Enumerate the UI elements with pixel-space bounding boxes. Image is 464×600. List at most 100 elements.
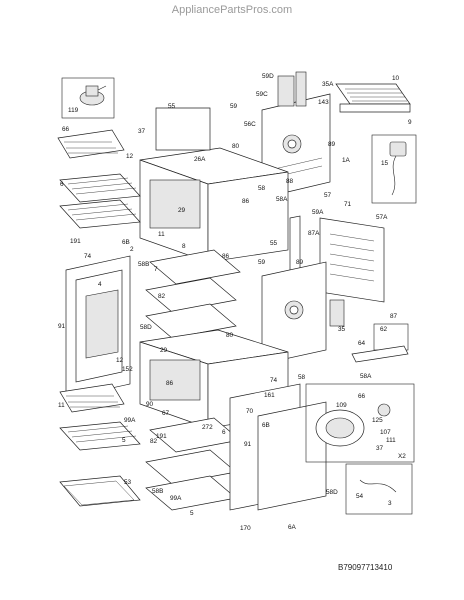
callout-label: 29: [178, 207, 186, 214]
callout-label: 88: [286, 178, 294, 185]
callout-label: 59C: [256, 91, 268, 98]
middle-elements: [145, 249, 241, 339]
callout-label: 35A: [322, 81, 334, 88]
callout-label: 9: [408, 119, 412, 126]
callout-label: 29: [160, 347, 168, 354]
callout-label: 66: [62, 126, 70, 133]
callout-label: 109: [336, 402, 347, 409]
part-35-62: [329, 299, 409, 363]
convection-fan-inset: [305, 383, 415, 515]
callout-label: 5: [190, 510, 194, 517]
callout-label: 55: [270, 240, 278, 247]
callout-label: 53: [124, 479, 132, 486]
callout-label: 5: [122, 437, 126, 444]
part-15-box: [371, 134, 417, 204]
callout-label: 161: [264, 392, 275, 399]
callout-label: 6: [222, 429, 226, 436]
bottom-door-assembly: [145, 383, 327, 511]
callout-label: 12: [116, 357, 124, 364]
callout-label: 6A: [288, 524, 297, 531]
callout-label: 58A: [360, 373, 372, 380]
callout-label: 91: [58, 323, 66, 330]
lower-back-panel: [261, 261, 327, 365]
callout-label: 58: [258, 185, 266, 192]
callout-label: 37: [138, 128, 146, 135]
callout-label: 12: [126, 153, 134, 160]
callout-label: 59: [258, 259, 266, 266]
callout-label: 99A: [124, 417, 136, 424]
door-frame-left: [65, 255, 131, 399]
callout-label: 58B: [152, 488, 163, 495]
callout-label: 272: [202, 424, 213, 431]
callout-label: 74: [270, 377, 278, 384]
callout-label: 89: [296, 259, 304, 266]
callout-label: 119: [68, 107, 79, 114]
side-panels: [289, 215, 385, 303]
callout-label: 15: [381, 160, 389, 167]
callout-label: 4: [98, 281, 102, 288]
upper-oven-cavity: [139, 107, 289, 263]
callout-label: 35: [338, 326, 346, 333]
upper-racks: [57, 129, 141, 229]
callout-label: 89: [328, 141, 336, 148]
callout-label: 58A: [276, 196, 288, 203]
callout-label: 152: [122, 366, 133, 373]
callout-label: 74: [84, 253, 92, 260]
callout-label: 191: [156, 433, 167, 440]
callout-label: 57: [324, 192, 332, 199]
callout-label: 70: [246, 408, 254, 415]
callout-label: 55: [168, 103, 176, 110]
callout-label: 26A: [194, 156, 206, 163]
callout-label: 8: [182, 243, 186, 250]
callout-label: 91: [244, 441, 252, 448]
callout-label: 191: [70, 238, 81, 245]
part-119-box: [61, 77, 115, 119]
callout-label: 58D: [326, 489, 338, 496]
callout-label: 170: [240, 525, 251, 532]
callout-label: 11: [58, 402, 65, 409]
callout-label: 82: [150, 438, 158, 445]
callout-label: 59D: [262, 73, 274, 80]
callout-label: 10: [392, 75, 400, 82]
callout-label: 64: [358, 340, 366, 347]
callout-label: 3: [388, 500, 392, 507]
callout-label: 86: [222, 253, 230, 260]
callout-label: 87A: [308, 230, 320, 237]
callout-label: 90: [146, 401, 154, 408]
callout-label: 80: [232, 143, 240, 150]
inset-quantity-label: X2: [398, 453, 406, 460]
callout-label: 67: [162, 410, 170, 417]
callout-label: 125: [372, 417, 383, 424]
callout-label: 99A: [170, 495, 182, 502]
callout-label: 58B: [138, 261, 149, 268]
callout-label: 6B: [122, 239, 130, 246]
callout-label: 58D: [140, 324, 152, 331]
callout-label: 86: [166, 380, 174, 387]
callout-label: 54: [356, 493, 364, 500]
callout-label: 1A: [342, 157, 351, 164]
watermark-text: AppliancePartsPros.com: [171, 4, 293, 16]
callout-label: 80: [226, 332, 234, 339]
callout-label: 7: [154, 266, 158, 273]
callout-label: 11: [158, 231, 165, 238]
callout-label: 87: [390, 313, 398, 320]
callout-label: 58: [298, 374, 306, 381]
callout-label: 86: [242, 198, 250, 205]
callout-label: 59: [230, 103, 238, 110]
callout-label: 82: [158, 293, 166, 300]
broiler-pan: [335, 83, 411, 113]
callout-label: 107: [380, 429, 391, 436]
callout-label: 62: [380, 326, 388, 333]
lower-racks: [59, 383, 141, 507]
callout-label: 66: [358, 393, 366, 400]
callout-label: 59A: [312, 209, 324, 216]
callout-label: 2: [130, 246, 134, 253]
callout-label: 6B: [262, 422, 270, 429]
callout-label: 56C: [244, 121, 256, 128]
diagram-part-number: B79097713410: [338, 563, 393, 572]
callout-label: 143: [318, 99, 329, 106]
callout-label: 6: [60, 181, 64, 188]
callout-label: 71: [344, 201, 352, 208]
